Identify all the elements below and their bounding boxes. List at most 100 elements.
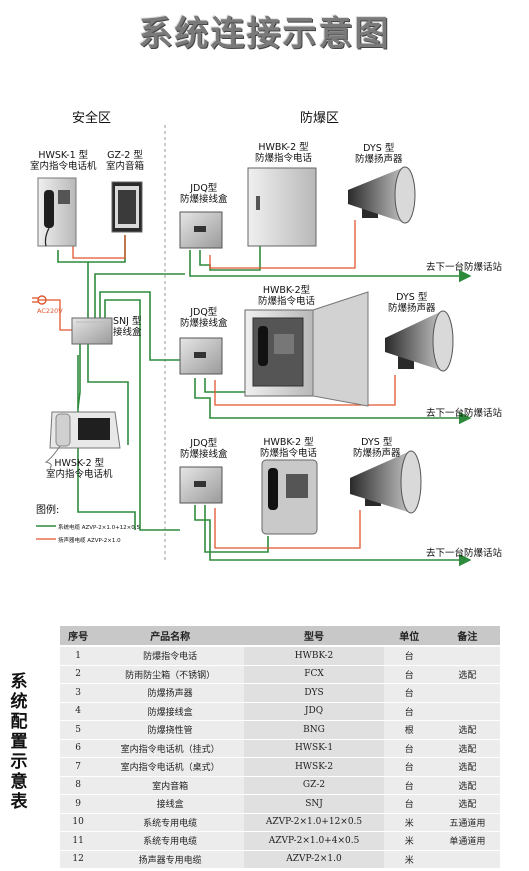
table-cell: 室内指令电话机（桌式） bbox=[96, 757, 245, 777]
destination-label-1: 去下一台防爆话站 bbox=[426, 262, 503, 273]
table-cell bbox=[434, 850, 500, 869]
table-cell: 系统专用电缆 bbox=[96, 813, 245, 832]
table-cell: 防雨防尘箱（不锈钢） bbox=[96, 665, 245, 684]
table-cell: 4 bbox=[60, 702, 97, 721]
table-cell: 8 bbox=[60, 776, 97, 795]
speaker-cable-lines bbox=[38, 220, 396, 549]
table-cell: SNJ bbox=[244, 794, 384, 814]
table-cell: AZVP-2×1.0+4×0.5 bbox=[244, 831, 384, 851]
destination-label-2: 去下一台防爆话站 bbox=[426, 408, 503, 419]
table-cell: 选配 bbox=[434, 794, 500, 814]
table-cell: AZVP-2×1.0+12×0.5 bbox=[244, 813, 384, 832]
table-cell: 9 bbox=[60, 794, 97, 814]
table-cell: 1 bbox=[60, 646, 97, 666]
side-title: 系统配置示意表 bbox=[10, 672, 28, 812]
table-cell: 米 bbox=[383, 813, 435, 832]
table-cell: 系统专用电缆 bbox=[96, 831, 245, 851]
hwbk2-label: HWBK-2型防爆指令电话 bbox=[258, 285, 316, 307]
gz2-indoor-speaker bbox=[111, 181, 143, 233]
safe-zone-label: 安全区 bbox=[72, 111, 112, 126]
jdq3-label: JDQ型防爆接线盒 bbox=[180, 438, 228, 460]
table-cell: 室内指令电话机（挂式） bbox=[96, 739, 245, 758]
table-cell: 台 bbox=[383, 776, 435, 795]
hwsk2-label: HWSK-2 型室内指令电话机 bbox=[46, 458, 113, 480]
connection-diagram bbox=[32, 125, 472, 567]
table-cell: 台 bbox=[383, 646, 435, 666]
col-header: 单位 bbox=[383, 626, 435, 647]
table-cell: 米 bbox=[383, 850, 435, 869]
table-cell: JDQ bbox=[244, 702, 384, 721]
table-cell: 台 bbox=[383, 683, 435, 703]
hwbk-phone-unit bbox=[261, 459, 318, 535]
table-cell: 12 bbox=[60, 850, 97, 869]
legend-speaker-cable: 扬声器电缆 AZVP-2×1.0 bbox=[58, 538, 121, 544]
table-cell: 台 bbox=[383, 665, 435, 684]
gz2-label: GZ-2 型室内音箱 bbox=[106, 150, 145, 172]
table-cell: 5 bbox=[60, 720, 97, 740]
jdq1-label: JDQ型防爆接线盒 bbox=[180, 183, 228, 205]
jdq-box-3 bbox=[179, 466, 223, 504]
table-cell: FCX bbox=[244, 665, 384, 684]
col-header: 型号 bbox=[244, 626, 384, 647]
table-cell bbox=[434, 702, 500, 721]
table-cell: 11 bbox=[60, 831, 97, 851]
explosion-zone-label: 防爆区 bbox=[300, 111, 340, 126]
col-header: 备注 bbox=[434, 626, 500, 647]
table-cell: 单通道用 bbox=[434, 831, 500, 851]
table-cell: 防爆挠性管 bbox=[96, 720, 245, 740]
table-cell: GZ-2 bbox=[244, 776, 384, 795]
table-cell: HWSK-2 bbox=[244, 757, 384, 777]
table-cell: 2 bbox=[60, 665, 97, 684]
dys-horn-1 bbox=[348, 166, 416, 224]
table-cell: 选配 bbox=[434, 757, 500, 777]
hwbk3-label: HWBK-2 型防爆指令电话 bbox=[260, 437, 318, 459]
legend-system-cable: 系统电缆 AZVP-2×1.0+12×0.5 bbox=[58, 525, 141, 531]
dys2-label: DYS 型防爆扬声器 bbox=[388, 292, 436, 314]
table-cell: 3 bbox=[60, 683, 97, 703]
power-plug-icon bbox=[32, 295, 47, 305]
table-cell: 10 bbox=[60, 813, 97, 832]
table-cell: 选配 bbox=[434, 776, 500, 795]
col-header: 产品名称 bbox=[96, 626, 245, 647]
table-cell: 7 bbox=[60, 757, 97, 777]
jdq2-label: JDQ型防爆接线盒 bbox=[180, 307, 228, 329]
legend-title: 图例: bbox=[36, 505, 60, 516]
table-cell: 防爆指令电话 bbox=[96, 646, 245, 666]
snj-label: SNJ 型接线盒 bbox=[113, 316, 142, 338]
table-cell: 台 bbox=[383, 794, 435, 814]
hwsk1-label: HWSK-1 型室内指令电话机 bbox=[30, 150, 97, 172]
table-cell: 6 bbox=[60, 739, 97, 758]
hwsk1-wall-phone bbox=[37, 177, 77, 247]
table-cell: 米 bbox=[383, 831, 435, 851]
table-cell: HWSK-1 bbox=[244, 739, 384, 758]
table-cell: HWBK-2 bbox=[244, 646, 384, 666]
page-title: 系统连接示意图 bbox=[138, 14, 391, 54]
hwbk-cabinet-open bbox=[244, 291, 369, 407]
table-cell: 台 bbox=[383, 757, 435, 777]
table-cell: BNG bbox=[244, 720, 384, 740]
snj-junction-box bbox=[71, 317, 113, 345]
table-header-row: 序号 产品名称 型号 单位 备注 bbox=[60, 626, 500, 647]
table-cell: 防爆扬声器 bbox=[96, 683, 245, 703]
table-cell: 防爆接线盒 bbox=[96, 702, 245, 721]
table-cell: 扬声器专用电缆 bbox=[96, 850, 245, 869]
hwsk2-desk-phone bbox=[44, 411, 121, 469]
hwbk-cabinet-closed bbox=[247, 167, 317, 247]
table-cell: 根 bbox=[383, 720, 435, 740]
table-cell: 选配 bbox=[434, 739, 500, 758]
dys1-label: DYS 型防爆扬声器 bbox=[355, 143, 403, 165]
table-cell: AZVP-2×1.0 bbox=[244, 850, 384, 869]
table-cell: DYS bbox=[244, 683, 384, 703]
